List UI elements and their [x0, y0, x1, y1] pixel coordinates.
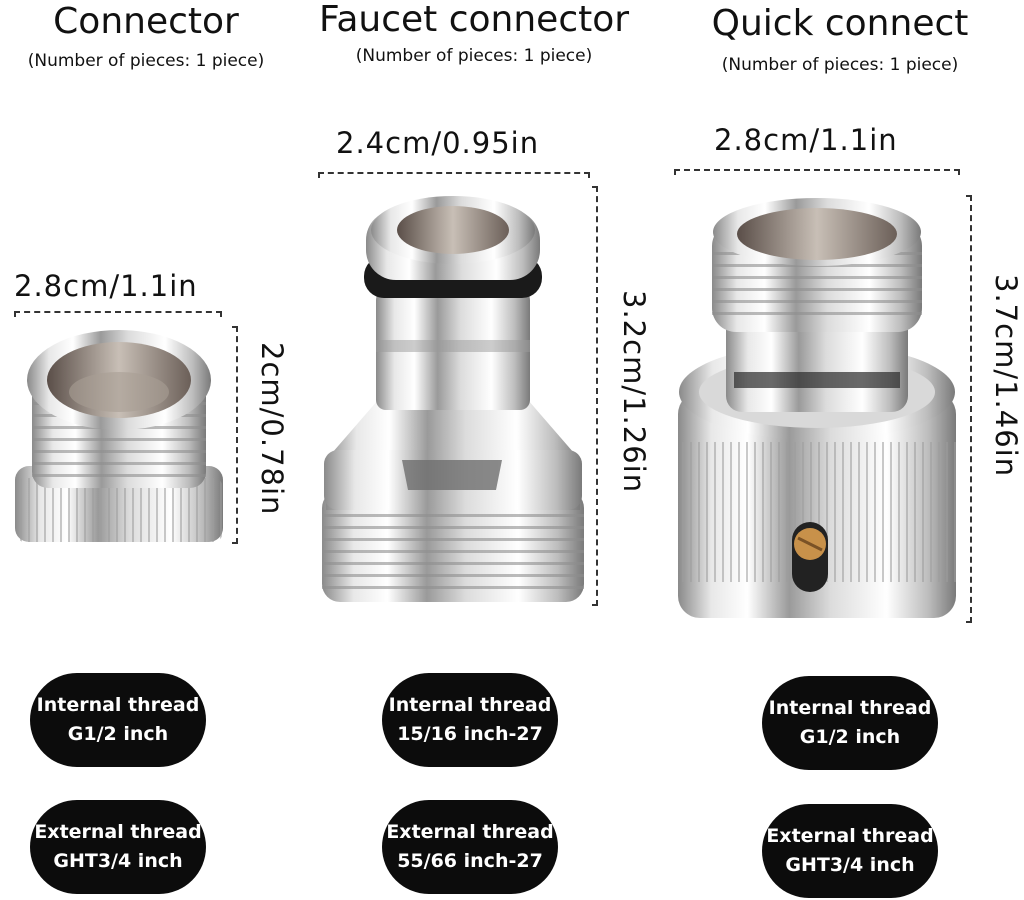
height-label-faucet-connector: 3.2cm/1.26in: [617, 290, 651, 494]
pieces-label-quick-connect: (Number of pieces: 1 piece): [721, 55, 959, 75]
quick-connect-product-image: [678, 198, 956, 618]
product-title-connector: Connector: [53, 1, 239, 42]
width-label-quick-connect: 2.8cm/1.1in: [714, 123, 898, 157]
width-dimension-line-quick-connect: [674, 169, 960, 175]
internal-thread-label: Internal thread: [36, 694, 200, 716]
height-dimension-line-faucet-connector: [592, 186, 598, 606]
external-thread-value: 55/66 inch-27: [397, 850, 543, 872]
height-dimension-line-connector: [232, 326, 238, 544]
internal-thread-badge-quick-connect: Internal thread G1/2 inch: [762, 676, 938, 770]
pieces-label-connector: (Number of pieces: 1 piece): [27, 51, 265, 71]
external-thread-value: GHT3/4 inch: [785, 854, 915, 876]
width-label-connector: 2.8cm/1.1in: [14, 269, 198, 303]
external-thread-label: External thread: [386, 821, 554, 843]
external-thread-badge-connector: External thread GHT3/4 inch: [30, 800, 206, 894]
external-thread-badge-faucet-connector: External thread 55/66 inch-27: [382, 800, 558, 894]
internal-thread-value: 15/16 inch-27: [397, 723, 543, 745]
internal-thread-value: G1/2 inch: [799, 726, 901, 748]
width-dimension-line-faucet-connector: [318, 172, 590, 178]
internal-thread-label: Internal thread: [768, 697, 932, 719]
external-thread-value: GHT3/4 inch: [53, 850, 183, 872]
height-label-quick-connect: 3.7cm/1.46in: [989, 274, 1023, 478]
pieces-label-faucet-connector: (Number of pieces: 1 piece): [355, 46, 593, 66]
width-dimension-line-connector: [14, 311, 222, 317]
width-label-faucet-connector: 2.4cm/0.95in: [336, 126, 540, 160]
external-thread-badge-quick-connect: External thread GHT3/4 inch: [762, 804, 938, 898]
external-thread-label: External thread: [766, 825, 934, 847]
external-thread-label: External thread: [34, 821, 202, 843]
connector-product-image: [15, 330, 223, 542]
internal-thread-value: G1/2 inch: [67, 723, 169, 745]
product-title-quick-connect: Quick connect: [711, 3, 969, 44]
internal-thread-badge-connector: Internal thread G1/2 inch: [30, 673, 206, 767]
product-title-faucet-connector: Faucet connector: [318, 0, 630, 40]
height-dimension-line-quick-connect: [966, 195, 972, 623]
height-label-connector: 2cm/0.78in: [255, 342, 289, 516]
faucet-connector-product-image: [322, 196, 584, 602]
internal-thread-label: Internal thread: [388, 694, 552, 716]
internal-thread-badge-faucet-connector: Internal thread 15/16 inch-27: [382, 673, 558, 767]
